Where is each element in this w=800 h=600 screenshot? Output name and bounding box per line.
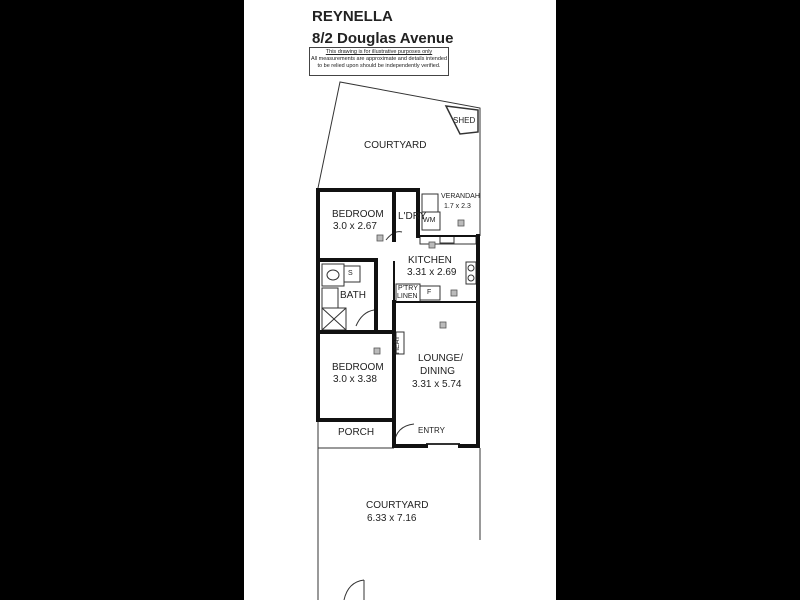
bedroom2-label: BEDROOM <box>332 362 384 373</box>
entry-label: ENTRY <box>418 426 445 435</box>
bedroom1-size: 3.0 x 2.67 <box>333 221 377 232</box>
vanity <box>321 263 345 287</box>
bath-label: BATH <box>340 290 366 301</box>
suburb-title: REYNELLA <box>312 8 393 25</box>
bath-door-arc <box>355 309 375 327</box>
light-fixture <box>428 241 436 249</box>
verandah-label: VERANDAH <box>441 193 480 200</box>
rear-courtyard-label: COURTYARD <box>364 140 427 151</box>
stove-burner <box>467 274 475 282</box>
disclaimer-line: This drawing is for illustrative purpose… <box>325 49 433 55</box>
fridge-box <box>419 285 441 301</box>
light-fixture <box>439 321 447 329</box>
heater-label: HEAT <box>394 335 401 354</box>
light-fixture <box>373 347 381 355</box>
light-fixture <box>376 234 384 242</box>
shed-outline <box>444 105 479 135</box>
light-fixture <box>457 219 465 227</box>
entry-door-arc <box>393 423 415 445</box>
kitchen-label: KITCHEN <box>408 255 452 266</box>
shower-diagonal <box>321 307 347 331</box>
washing-machine <box>421 211 441 231</box>
porch-label: PORCH <box>338 427 375 438</box>
address-title: 8/2 Douglas Avenue <box>312 30 454 47</box>
floor-plan-sheet: REYNELLA 8/2 Douglas Avenue This drawing… <box>244 0 556 600</box>
front-courtyard-size: 6.33 x 7.16 <box>367 513 417 524</box>
kitchen-sink <box>439 235 455 244</box>
bedroom2-size: 3.0 x 3.38 <box>333 374 377 385</box>
fridge-label: F <box>427 289 432 296</box>
laundry-label: L'DRY <box>398 211 427 222</box>
shed-label: SHED <box>453 116 476 125</box>
toilet-label: S <box>348 270 353 277</box>
bath-tub <box>321 287 339 309</box>
front-courtyard-label: COURTYARD <box>366 500 429 511</box>
lounge-size: 3.31 x 5.74 <box>412 379 462 390</box>
floor-plan-drawing <box>316 81 481 600</box>
disclaimer-line: All measurements are approximate and det… <box>310 56 448 62</box>
toilet-box <box>343 265 361 283</box>
lounge-label-line1: LOUNGE/ <box>418 353 464 364</box>
kitchen-size: 3.31 x 2.69 <box>407 267 457 278</box>
lounge-label-line2: DINING <box>420 366 455 377</box>
rear-courtyard-boundary <box>317 81 481 189</box>
gate-arc <box>343 579 365 600</box>
linen-label: LINEN <box>397 293 418 300</box>
stove-burner <box>467 264 475 272</box>
bedroom1-label: BEDROOM <box>332 209 384 220</box>
light-fixture <box>450 289 458 297</box>
basin <box>326 269 340 281</box>
verandah-size: 1.7 x 2.3 <box>444 203 471 210</box>
wm-label: WM <box>423 217 436 224</box>
laundry-trough <box>421 193 439 213</box>
disclaimer-box: This drawing is for illustrative purpose… <box>309 47 449 76</box>
disclaimer-line: to be relied upon should be independentl… <box>317 63 441 69</box>
pantry-label: P'TRY <box>398 285 418 292</box>
